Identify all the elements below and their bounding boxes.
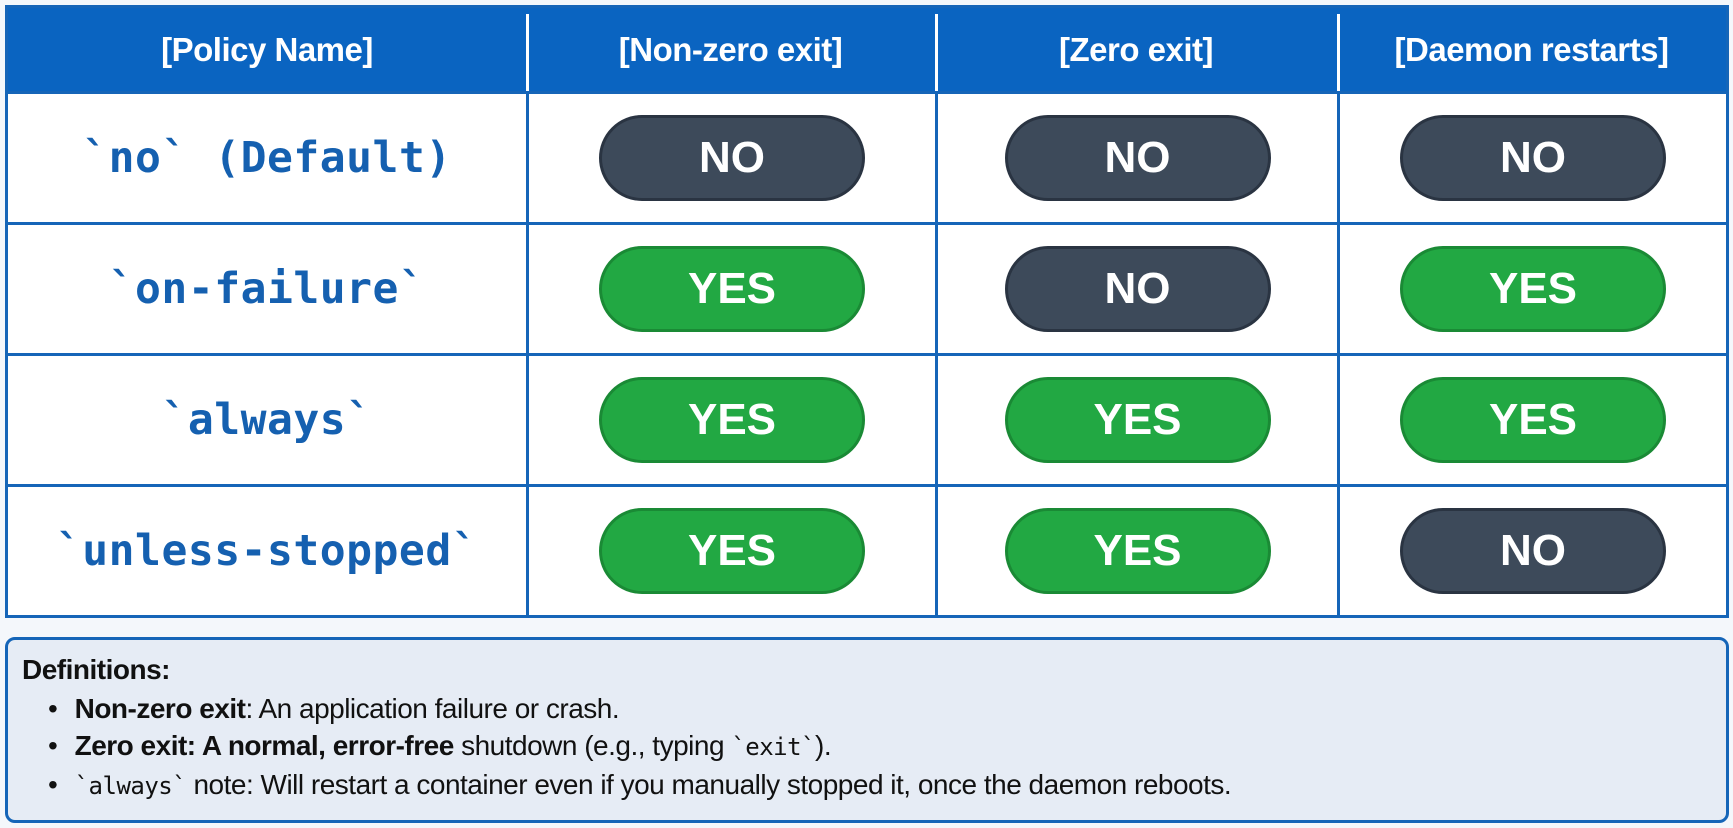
definition-zero-exit: Zero exit: A normal, error-free shutdown… (48, 727, 1712, 766)
status-pill: YES (599, 246, 865, 332)
status-pill: NO (1400, 115, 1666, 201)
status-pill: YES (599, 508, 865, 594)
status-pill: YES (1400, 246, 1666, 332)
status-pill: YES (1004, 377, 1271, 463)
policy-name: `always` (161, 395, 373, 445)
table-row-no-policy: `no` (Default) (8, 91, 526, 222)
policy-name: `unless-stopped` (55, 526, 479, 576)
header-policy-name: [Policy Name] (8, 8, 526, 91)
status-pill: NO (599, 115, 865, 201)
restart-policy-table: [Policy Name] [Non-zero exit] [Zero exit… (5, 5, 1729, 618)
term: Zero exit: A normal, error-free (74, 730, 455, 761)
status-pill: YES (1400, 377, 1666, 463)
status-pill: NO (1400, 508, 1666, 594)
code-snippet: `exit` (731, 733, 816, 761)
definition-text: shutdown (e.g., typing (453, 730, 732, 761)
header-daemon-restarts: [Daemon restarts] (1337, 8, 1726, 91)
status-pill: NO (1004, 115, 1271, 201)
header-non-zero-exit: [Non-zero exit] (526, 8, 935, 91)
policy-name: `on-failure` (108, 264, 426, 314)
status-pill: NO (1004, 246, 1271, 332)
header-zero-exit: [Zero exit] (935, 8, 1337, 91)
definition-always-note: `always` note: Will restart a container … (48, 766, 1712, 805)
definition-text: note: Will restart a container even if y… (186, 769, 1232, 800)
definitions-title: Definitions: (22, 654, 171, 685)
definitions-list: Non-zero exit: An application failure or… (22, 690, 1712, 805)
definition-text: : An application failure or crash. (245, 693, 620, 724)
table-row-always: `always` (8, 353, 526, 484)
status-pill: YES (1004, 508, 1271, 594)
definition-text: ). (815, 730, 832, 761)
definition-non-zero-exit: Non-zero exit: An application failure or… (48, 690, 1712, 727)
policy-name: `no` (Default) (82, 133, 452, 183)
code-snippet: `always` (74, 772, 187, 800)
term: Non-zero exit (74, 693, 246, 724)
table-row-on-failure: `on-failure` (8, 222, 526, 353)
definitions-box: Definitions: Non-zero exit: An applicati… (5, 637, 1729, 823)
status-pill: YES (599, 377, 865, 463)
table-row-unless-stopped: `unless-stopped` (8, 484, 526, 615)
